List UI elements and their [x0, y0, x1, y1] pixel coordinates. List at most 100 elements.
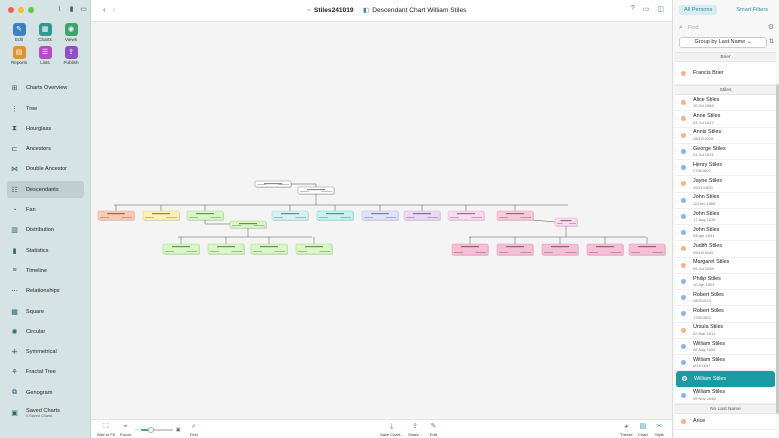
nav-double-ancestor[interactable]: ⋈Double Ancestor [7, 161, 84, 178]
tab-all-persons[interactable]: All Persons [679, 5, 718, 15]
person-card[interactable] [496, 243, 534, 256]
chart-canvas[interactable] [91, 22, 672, 419]
save-chart-button[interactable]: ⤓Save Chart... [380, 422, 403, 437]
person-card[interactable] [186, 210, 224, 221]
sidebar-toggle-icon[interactable]: ▭ [80, 6, 87, 13]
person-card[interactable] [97, 210, 135, 221]
person-card[interactable] [403, 210, 441, 221]
nav-square[interactable]: ▦Square [7, 303, 84, 320]
views-button[interactable]: ◉ Views [58, 23, 84, 42]
person-card[interactable] [496, 210, 534, 221]
person-card[interactable] [554, 217, 578, 227]
person-card[interactable] [271, 210, 309, 221]
lists-button[interactable]: ☰ Lists [32, 46, 58, 65]
nav-circular[interactable]: ✺Circular [7, 324, 84, 341]
find-button[interactable]: ⌕Find [190, 422, 198, 437]
person-card[interactable] [541, 243, 579, 256]
minimize-window-button[interactable] [18, 7, 24, 13]
back-arrow-icon[interactable]: ‹ [103, 5, 106, 14]
zoom-window-button[interactable] [28, 7, 34, 13]
inspector-toggle-icon[interactable]: ◫ [657, 6, 664, 13]
nav-fan[interactable]: ◔Fan [7, 202, 84, 219]
nav-distribution[interactable]: ▥Distribution [7, 222, 84, 239]
search-icon: ⌕ [679, 24, 683, 31]
close-window-button[interactable] [8, 7, 14, 13]
group-by-select[interactable]: Group by Last Name ⌄ [679, 37, 767, 48]
edit-chart-button[interactable]: ✎Edit [430, 422, 437, 437]
tab-smart-filters[interactable]: Smart Filters [736, 7, 768, 13]
nav-statistics[interactable]: ▮Statistics [7, 242, 84, 259]
size-to-fit-button[interactable]: ⛶Size to Fit [97, 422, 115, 437]
zoom-slider[interactable] [140, 427, 173, 433]
person-card[interactable] [207, 243, 245, 255]
person-card[interactable] [451, 243, 489, 256]
zoom-in-icon[interactable]: ▣ [175, 427, 181, 433]
nav-tree[interactable]: ⋮Tree [7, 100, 84, 117]
person-list-item[interactable]: Arice [675, 414, 776, 430]
zoom-knob[interactable] [147, 427, 154, 433]
person-card[interactable] [162, 243, 200, 255]
person-list-item[interactable]: William Stiles [676, 371, 775, 388]
nav-hourglass[interactable]: ⧗Hourglass [7, 121, 84, 138]
nav-charts-overview[interactable]: ⊞Charts Overview [7, 80, 84, 97]
person-card[interactable] [295, 243, 333, 255]
person-card[interactable] [361, 210, 399, 221]
person-card[interactable] [316, 210, 354, 221]
share-button[interactable]: ⇪Share... [408, 422, 422, 437]
nav-timeline[interactable]: ≡Timeline [7, 263, 84, 280]
person-card[interactable] [229, 220, 267, 229]
person-card[interactable] [628, 243, 666, 256]
zoom-out-icon[interactable]: − [135, 427, 138, 433]
focus-button[interactable]: ⌖Focus [120, 422, 131, 437]
publish-button[interactable]: ⇪ Publish [58, 46, 84, 65]
help-icon[interactable]: ? [630, 5, 635, 12]
nav-relationships[interactable]: ⋯Relationships [7, 283, 84, 300]
person-card[interactable] [142, 210, 180, 221]
sort-icon[interactable]: ⇅ [768, 39, 774, 45]
nav-fractal-tree[interactable]: ⚘Fractal Tree [7, 364, 84, 381]
person-name: William Stiles [693, 340, 726, 347]
paperclip-icon[interactable]: ⌇ [57, 6, 62, 13]
charts-button[interactable]: ▦ Charts [32, 23, 58, 42]
theme-button[interactable]: ◕Theme [620, 422, 632, 437]
nav-ancestors[interactable]: ⊏Ancestors [7, 141, 84, 158]
forward-arrow-icon[interactable]: › [112, 5, 116, 14]
nav-genogram[interactable]: ⧉Genogram [7, 384, 84, 401]
chart-settings-button[interactable]: ▤Chart [638, 422, 648, 437]
person-card[interactable] [297, 186, 335, 195]
bookmark-icon[interactable]: ▮ [69, 6, 74, 13]
find-field[interactable]: ⌕Find [679, 23, 769, 33]
person-card[interactable] [586, 243, 624, 256]
nav-symmetrical[interactable]: ⁜Symmetrical [7, 344, 84, 361]
person-card[interactable] [250, 243, 288, 255]
person-list-item[interactable]: Francis Brier [675, 62, 776, 85]
person-list-scrollbar[interactable] [776, 84, 779, 414]
person-card[interactable] [447, 210, 485, 221]
nav-descendants[interactable]: ☷Descendants [7, 181, 84, 198]
edit-button[interactable]: ✎ Edit [6, 23, 32, 42]
gear-icon[interactable]: ⚙ [767, 24, 774, 31]
window-icon[interactable]: ▭ [642, 6, 650, 13]
descendant-chart[interactable] [91, 22, 672, 419]
style-button[interactable]: ✂Style [655, 422, 664, 437]
reports-button[interactable]: ▤ Reports [6, 46, 32, 65]
